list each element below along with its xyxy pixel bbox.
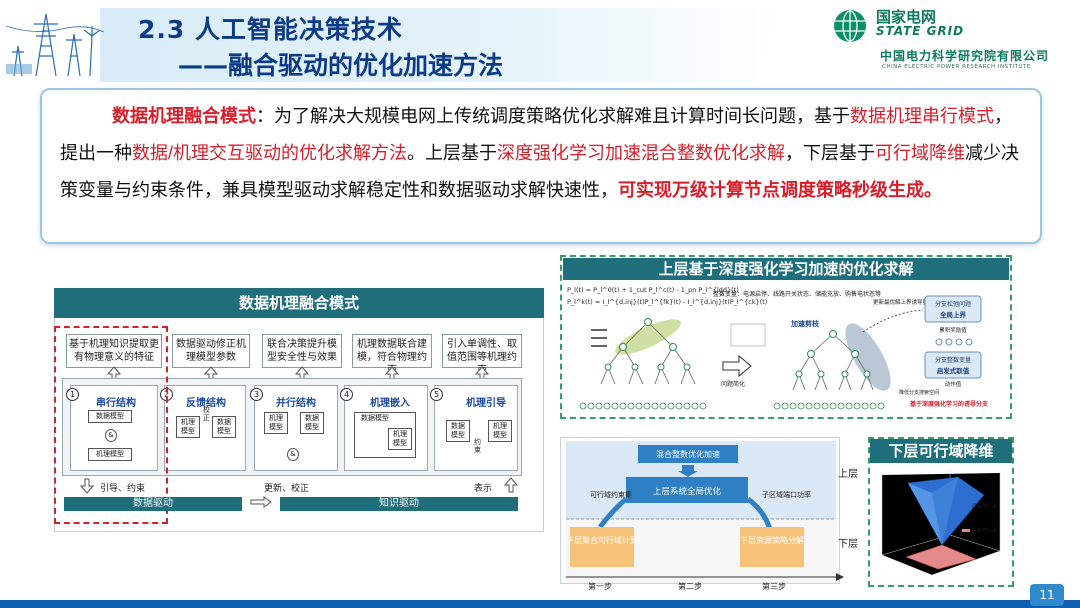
pruning-label: 加速剪枝	[790, 319, 820, 328]
induced-branch-label: 基于深度强化学习的诱导分支	[909, 400, 989, 408]
module-box-b: 机理模型	[388, 428, 412, 450]
intro-highlight-6: 可实现万级计算节点调度策略秒级生成。	[618, 180, 942, 200]
desc-2: 数据驱动修正机理模型参数	[172, 334, 250, 368]
header-banner	[100, 8, 780, 82]
intro-box: 数据机理融合模式：为了解决大规模电网上传统调度策略优化求解难且计算时间长问题，基…	[40, 88, 1042, 244]
module-box-b: 机理模型	[488, 420, 512, 442]
formula-2: P_l^k(t) = I_l^{d,inj}(t)P_l^{fk}(t) - I…	[567, 298, 767, 306]
intro-highlight-4: 深度强化学习加速混合整数优化求解	[497, 143, 785, 163]
module-title: 机理嵌入	[370, 398, 410, 409]
module-title: 反馈结构	[186, 398, 226, 409]
desc-1: 基于机理知识提取更有物理意义的特征	[66, 334, 162, 368]
lower-decompose-box: 下层资源策略分解	[740, 535, 804, 545]
module-title: 并行结构	[276, 398, 316, 409]
lower-layer-label: 下层	[838, 538, 858, 550]
upper-layer-label: 上层	[838, 468, 858, 480]
page-number: 11	[1030, 584, 1064, 606]
two-layer-diagram: 混合整数优化加速 上层系统全局优化 可行域约束集 子区域端口功率 下层聚合可行域…	[566, 441, 858, 591]
right-arrow-icon	[250, 496, 272, 508]
upper-bound-note: 更新最优解上界诱导剪枝	[873, 298, 934, 306]
module-number: 1	[66, 388, 79, 401]
org-name-en: CHINA ELECTRIC POWER RESEARCH INSTITUTE	[882, 64, 1031, 70]
desc-4: 机理数据联合建模，符合物理约束	[352, 334, 432, 376]
desc-5: 引入单调性、取值范围等机理约束	[442, 334, 522, 376]
port-power-label: 子区域端口功率	[762, 490, 811, 499]
org-name-cn: 中国电力科学研究院有限公司	[880, 49, 1050, 63]
mip-accel-box: 混合整数优化加速	[656, 449, 720, 459]
relax-problem-label: 分支松弛问题	[935, 300, 971, 308]
module-number: 5	[430, 388, 443, 401]
branch-and-bound-diagram: P_l(t) = P_l^0(t) + 1_cut P_l^c(t) - 1_p…	[567, 286, 989, 410]
knowledge-driven-bar: 知识驱动	[280, 497, 518, 511]
module-box-b: 数据模型	[300, 412, 324, 434]
module-box-b: 机理模型	[88, 448, 132, 461]
page-subtitle: ——融合驱动的优化加速方法	[178, 51, 504, 80]
module-box-a: 机理模型	[176, 416, 200, 438]
representation-label: 表示	[474, 484, 493, 494]
module-number: 3	[250, 388, 263, 401]
module-op: &	[287, 448, 299, 461]
intro-text-3: 。上层基于	[407, 143, 497, 163]
problem-simplify-label: 问题简化	[721, 380, 745, 388]
module-box-a: 数据模型	[446, 420, 470, 442]
page-title: 2.3 人工智能决策技术	[138, 15, 403, 44]
intro-text-2: ，提出一种	[60, 106, 1012, 163]
module-title: 机理引导	[466, 398, 506, 409]
module-op: 约束	[474, 438, 481, 454]
feasible-set-label: 可行域约束集	[590, 490, 632, 499]
feasible-panel-title: 下层可行域降维	[870, 439, 1012, 463]
module-op: &	[105, 429, 117, 442]
global-upper-bound-label: 全局上界	[939, 310, 967, 319]
state-grid-logo-icon	[834, 10, 866, 42]
module-title: 串行结构	[96, 398, 136, 409]
step-1-label: 第一步	[588, 581, 612, 591]
legend-projected: 投影可行域	[972, 527, 997, 534]
legend-original: 原始可行域	[972, 503, 997, 510]
update-correct-label: 更新、校正	[264, 484, 310, 494]
module-box-b: 数据模型	[212, 416, 236, 438]
action-label: 动作值	[945, 380, 962, 388]
module-box-a: 机理模型	[264, 412, 288, 434]
guide-constraint-label: 引导、约束	[100, 484, 146, 494]
intro-highlight-3: 数据/机理交互驱动的优化求解方法	[132, 143, 407, 163]
module-op: 校正	[203, 406, 210, 422]
intro-highlight-5: 可行域降维	[875, 143, 965, 163]
step-2-label: 第二步	[678, 581, 702, 591]
heuristic-label: 启发式取值	[937, 366, 970, 375]
intro-text-4: ，下层基于	[785, 143, 875, 163]
step-3-label: 第三步	[762, 581, 786, 591]
search-space-label: 降低分支搜索空间	[899, 389, 939, 396]
lower-feasible-box: 下层聚合可行域计算	[566, 535, 638, 545]
module-number: 4	[340, 388, 353, 401]
footer-bar	[0, 600, 1080, 608]
formula-1: P_l(t) = P_l^0(t) + 1_cut P_l^c(t) - 1_p…	[567, 286, 739, 294]
intro-text-1: ：为了解决大规模电网上传统调度策略优化求解难且计算时间长问题，基于	[256, 106, 850, 126]
up-arrow-icon	[504, 477, 518, 493]
rl-panel-title: 上层基于深度强化学习加速的优化求解	[563, 258, 1009, 280]
intro-paragraph: 数据机理融合模式：为了解决大规模电网上传统调度策略优化求解难且计算时间长问题，基…	[60, 98, 1024, 209]
serial-highlight-box	[54, 326, 168, 524]
integer-var-label: 整数变量：电源启停、线路开关状态、储能充放、购售电状态等	[713, 290, 881, 298]
desc-3: 联合决策提升模型安全性与效果	[262, 334, 342, 368]
intro-highlight-2: 数据机理串行模式	[850, 106, 994, 126]
branch-int-label: 分支整数变量	[935, 356, 971, 364]
power-tower-icon	[6, 13, 104, 77]
logo-cn: 国家电网	[876, 8, 937, 26]
feasible-region-plot: 原始可行域 投影可行域	[881, 469, 1001, 576]
intro-highlight-1: 数据机理融合模式	[112, 106, 256, 126]
intro-text-5: 减少决策变量与约束条件，兼具模型驱动求解稳定性和数据驱动求解快速性，	[60, 143, 1019, 200]
fusion-diagram-title: 数据机理融合模式	[54, 288, 544, 318]
logo-en: STATE GRID	[876, 24, 965, 38]
module-box-a: 数据模型	[88, 410, 132, 423]
reward-label: 累积奖励值	[939, 326, 967, 334]
down-arrow-icon	[80, 478, 94, 494]
data-driven-bar: 数据驱动	[64, 497, 242, 511]
global-opt-box: 上层系统全局优化	[653, 486, 722, 497]
